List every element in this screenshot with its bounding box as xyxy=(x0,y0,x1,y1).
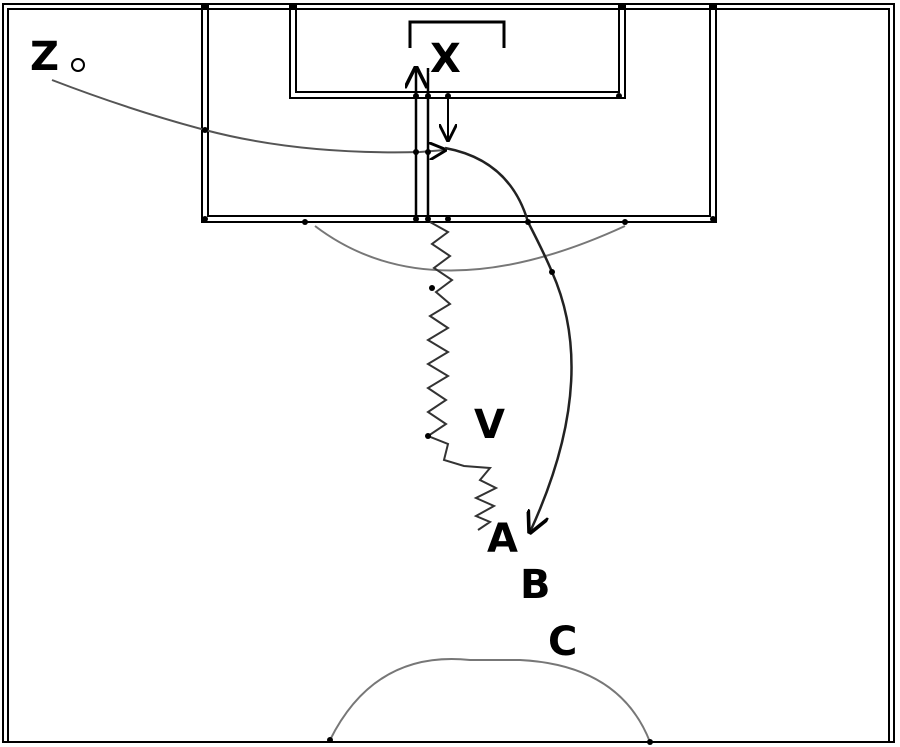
line-junction-dots xyxy=(202,3,716,745)
pass-line-from-z xyxy=(51,79,445,152)
label-z: Z xyxy=(30,34,59,80)
label-a: A xyxy=(487,516,518,562)
dribble-zigzag xyxy=(425,221,499,531)
penalty-arc xyxy=(314,225,626,272)
label-c: C xyxy=(548,619,577,665)
center-circle-arc xyxy=(329,658,651,743)
pitch-boundary xyxy=(2,3,895,743)
label-b: B xyxy=(520,562,551,608)
z-marker-icon xyxy=(71,58,85,72)
label-x: X xyxy=(430,36,461,82)
label-v: V xyxy=(474,402,505,448)
curved-run-to-a xyxy=(444,146,573,532)
penalty-area xyxy=(201,5,717,223)
goal-area xyxy=(289,5,626,99)
goal-frame xyxy=(408,20,506,48)
